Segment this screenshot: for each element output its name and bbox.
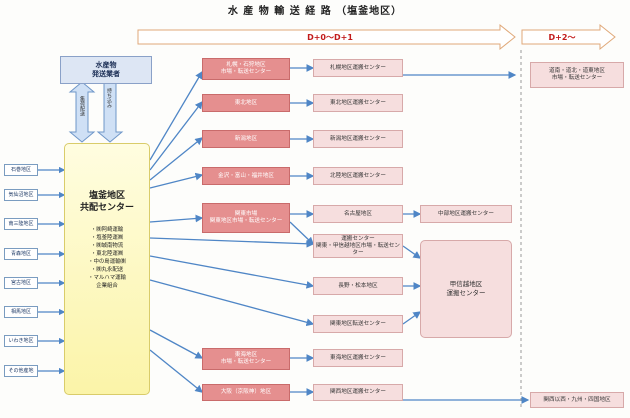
center-nagano: 長野・松本地区	[313, 277, 403, 295]
center-niigata: 新潟地区運搬センター	[313, 130, 403, 148]
center-hokuriku: 北陸地区運搬センター	[313, 167, 403, 185]
center-tokai: 東海地区運搬センター	[313, 349, 403, 367]
origin-aomori: 青森地区	[4, 248, 38, 260]
center-koshinetsu: 甲信越地区 運搬センター	[420, 240, 512, 338]
far-west: 関西以西・九州・四国地区	[530, 392, 624, 408]
far-hokkaido: 道南・道北・道東地区 市場・転送センター	[530, 62, 624, 88]
origin-miyako: 宮古地区	[4, 277, 38, 289]
bring-label: 持ち込み	[106, 88, 112, 108]
origin-kesennuma: 気仙沼地区	[4, 189, 38, 201]
origin-soma: 相馬地区	[4, 306, 38, 318]
region-tohoku: 東北地区	[202, 94, 290, 112]
center-tohoku: 東北地区運搬センター	[313, 94, 403, 112]
region-tokai: 東海地区 市場・転送センター	[202, 348, 290, 370]
origin-ishinomaki: 石巻地区	[4, 164, 38, 176]
center-chubu: 中部地区運搬センター	[420, 205, 512, 223]
region-hokuriku: 金沢・富山・福井地区	[202, 167, 290, 185]
center-kanto-koshinetsu: 運搬センター 関東・甲信越地区市場・転送センター	[313, 234, 403, 258]
region-osaka: 大阪（京阪神）地区	[202, 384, 290, 401]
origin-minamisanriku: 南三陸地区	[4, 218, 38, 230]
band-label-d0: D+0〜D+1	[307, 32, 353, 42]
band-arrow-d0	[137, 23, 516, 51]
region-sapporo: 札幌・石狩地区 市場・転送センター	[202, 58, 290, 80]
region-kanto: 関東市場 関東地区市場・転送センター	[202, 203, 290, 233]
origin-other: その他産地	[4, 365, 38, 377]
center-sapporo: 札幌地区運搬センター	[313, 59, 403, 77]
center-kanto-transfer: 関東地区転送センター	[313, 315, 403, 333]
hub-box: 塩釜地区 共配センター ・㈱阿崎運輸 ・塩釜陸運㈱ ・㈱城南物流 ・東北陸運㈱ …	[64, 143, 150, 395]
band-label-d2: D+2〜	[548, 32, 576, 42]
center-kansai: 関西地区運搬センター	[313, 384, 403, 401]
collect-arrow	[68, 81, 96, 143]
bring-arrow	[96, 81, 124, 143]
hub-name: 塩釜地区 共配センター	[79, 191, 134, 213]
shipper-box: 水産物 発送業者	[60, 56, 152, 84]
center-nagoya: 名古屋地区	[313, 205, 403, 223]
hub-members: ・㈱阿崎運輸 ・塩釜陸運㈱ ・㈱城南物流 ・東北陸運㈱ ・中の島運輸㈱ ・㈱丸永…	[88, 227, 126, 289]
region-niigata: 新潟地区	[202, 130, 290, 148]
diagram-title: 水 産 物 輸 送 経 路 （塩釜地区）	[227, 6, 403, 17]
band-arrow-d2	[521, 23, 616, 51]
collect-label: 集荷配送	[79, 96, 85, 116]
origin-iwaki: いわき地区	[4, 335, 38, 347]
